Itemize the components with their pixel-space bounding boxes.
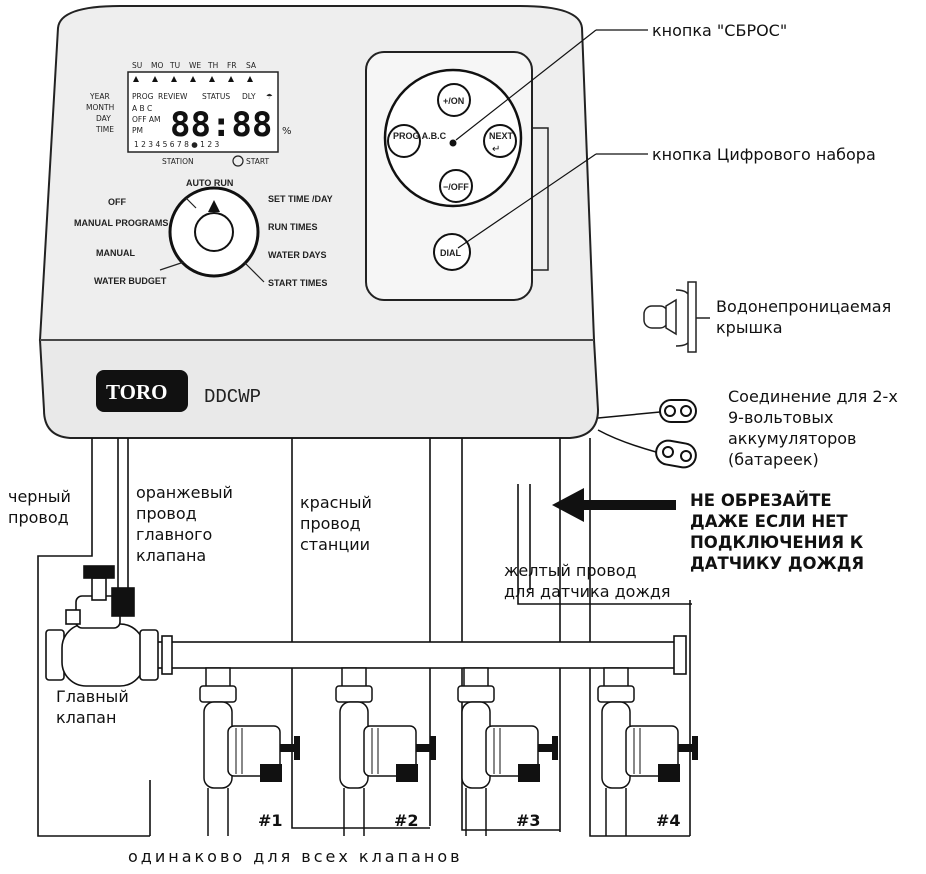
svg-text:PROG A.B.C: PROG A.B.C bbox=[393, 131, 447, 141]
waterproof-cap-icon bbox=[643, 281, 710, 353]
battery-clip-icon bbox=[597, 399, 697, 469]
station-valve-number: #3 bbox=[516, 811, 541, 830]
lcd-station-label: STATION bbox=[162, 157, 194, 166]
plus-on-button[interactable]: +/ON bbox=[437, 83, 471, 117]
master-valve-label: Главный клапан bbox=[56, 687, 129, 727]
black-wire-label: черный провод bbox=[8, 487, 71, 527]
lcd-station-numbers: 1 2 3 4 5 6 7 8 ● 1 2 3 bbox=[134, 140, 219, 149]
water-budget-label: WATER BUDGET bbox=[94, 276, 167, 286]
model-name: DDCWP bbox=[204, 386, 261, 408]
minus-off-button[interactable]: −/OFF bbox=[439, 169, 473, 203]
warning-arrow-icon bbox=[552, 488, 676, 522]
mode-dial[interactable] bbox=[168, 186, 260, 278]
lcd-month-label: MONTH bbox=[86, 103, 114, 112]
svg-text:+/ON: +/ON bbox=[443, 96, 464, 106]
set-time-day-label: SET TIME /DAY bbox=[268, 194, 333, 204]
lcd-percent: % bbox=[282, 126, 292, 137]
water-days-label: WATER DAYS bbox=[268, 250, 327, 260]
dial-button-label: кнопка Цифрового набора bbox=[652, 145, 876, 164]
lcd-review-label: REVIEW bbox=[158, 92, 188, 101]
lcd-day-we: WE bbox=[189, 61, 201, 70]
lcd-day-su: SU bbox=[132, 61, 142, 70]
run-times-label: RUN TIMES bbox=[268, 222, 318, 232]
dial-button[interactable]: DIAL bbox=[433, 233, 471, 271]
wires bbox=[37, 438, 692, 837]
station-valve-number: #1 bbox=[258, 811, 283, 830]
lcd-day-indicator bbox=[133, 76, 139, 82]
lcd-day-fr: FR bbox=[227, 61, 237, 70]
master-valve-icon bbox=[45, 565, 159, 687]
lcd-off-am-label: OFF AM bbox=[132, 115, 161, 124]
lcd-start-label: START bbox=[246, 157, 270, 166]
brand-logo: TORO bbox=[96, 370, 188, 412]
reset-button-label: кнопка "СБРОС" bbox=[652, 21, 788, 40]
station-valve-number: #2 bbox=[394, 811, 419, 830]
station-valve-3: #3 bbox=[457, 667, 558, 836]
battery-connection-label: Соединение для 2-х 9-вольтовых аккумулят… bbox=[728, 387, 898, 469]
start-times-label: START TIMES bbox=[268, 278, 327, 288]
clock-icon bbox=[232, 155, 244, 167]
lcd-year-label: YEAR bbox=[89, 92, 110, 101]
station-valve-1: #1 bbox=[199, 667, 300, 836]
lcd-day-mo: MO bbox=[151, 61, 163, 70]
lcd-day-indicator bbox=[228, 76, 234, 82]
station-valve-number: #4 bbox=[656, 811, 681, 830]
station-valve-4: #4 bbox=[597, 667, 698, 836]
lcd-dly-label: DLY bbox=[242, 92, 256, 101]
lcd-day-indicator bbox=[190, 76, 196, 82]
off-position-label: OFF bbox=[108, 197, 126, 207]
lcd-day-sa: SA bbox=[246, 61, 257, 70]
dial-labels: AUTO RUN OFF MANUAL PROGRAMS MANUAL WATE… bbox=[74, 178, 333, 288]
lcd-day-th: TH bbox=[207, 61, 218, 70]
svg-text:DIAL: DIAL bbox=[440, 248, 461, 258]
prog-abc-button[interactable]: PROG A.B.C bbox=[387, 124, 447, 158]
svg-text:NEXT: NEXT bbox=[489, 131, 514, 141]
svg-text:−/OFF: −/OFF bbox=[443, 182, 469, 192]
reset-button[interactable] bbox=[449, 139, 457, 147]
manual-position-label: MANUAL bbox=[96, 248, 135, 258]
station-valves: #1 #2 #3 #4 bbox=[199, 667, 698, 836]
yellow-wire-label: желтый провод для датчика дождя bbox=[504, 561, 671, 601]
enter-arrow-icon: ↵ bbox=[492, 144, 500, 155]
lcd-pm-label: PM bbox=[132, 126, 143, 135]
lcd-day-indicator bbox=[152, 76, 158, 82]
same-for-all-valves-caption: одинаково для всех клапанов bbox=[128, 847, 463, 866]
lcd-abc-label: A B C bbox=[132, 104, 152, 113]
lcd-digits: 88:88 bbox=[170, 105, 272, 145]
lcd-day-indicator bbox=[209, 76, 215, 82]
main-pipe bbox=[149, 635, 687, 675]
lcd-side-labels: YEAR MONTH DAY TIME STATION START bbox=[86, 92, 270, 167]
lcd-prog-label: PROG bbox=[132, 92, 154, 101]
red-wire-label: красный провод станции bbox=[300, 493, 372, 554]
brand-name: TORO bbox=[106, 380, 167, 404]
auto-run-label: AUTO RUN bbox=[186, 178, 233, 188]
lcd-day-tu: TU bbox=[169, 61, 180, 70]
next-button[interactable]: NEXT ↵ bbox=[483, 124, 517, 158]
station-valve-2: #2 bbox=[335, 667, 436, 836]
lcd-time-label: TIME bbox=[95, 125, 114, 134]
lcd-day-indicator bbox=[247, 76, 253, 82]
umbrella-icon: ☂ bbox=[266, 92, 273, 101]
do-not-cut-warning: НЕ ОБРЕЗАЙТЕ ДАЖЕ ЕСЛИ НЕТ ПОДКЛЮЧЕНИЯ К… bbox=[690, 491, 865, 573]
orange-wire-label: оранжевый провод главного клапана bbox=[136, 483, 233, 565]
manual-programs-label: MANUAL PROGRAMS bbox=[74, 218, 168, 228]
lcd-day-indicator bbox=[171, 76, 177, 82]
dial-pointer bbox=[208, 200, 220, 212]
lcd-status-label: STATUS bbox=[202, 92, 230, 101]
keypad-ring bbox=[383, 68, 523, 208]
lcd-day-label: DAY bbox=[96, 114, 111, 123]
waterproof-cap-label: Водонепроницаемая крышка bbox=[716, 297, 892, 337]
callout-lines bbox=[455, 29, 648, 249]
